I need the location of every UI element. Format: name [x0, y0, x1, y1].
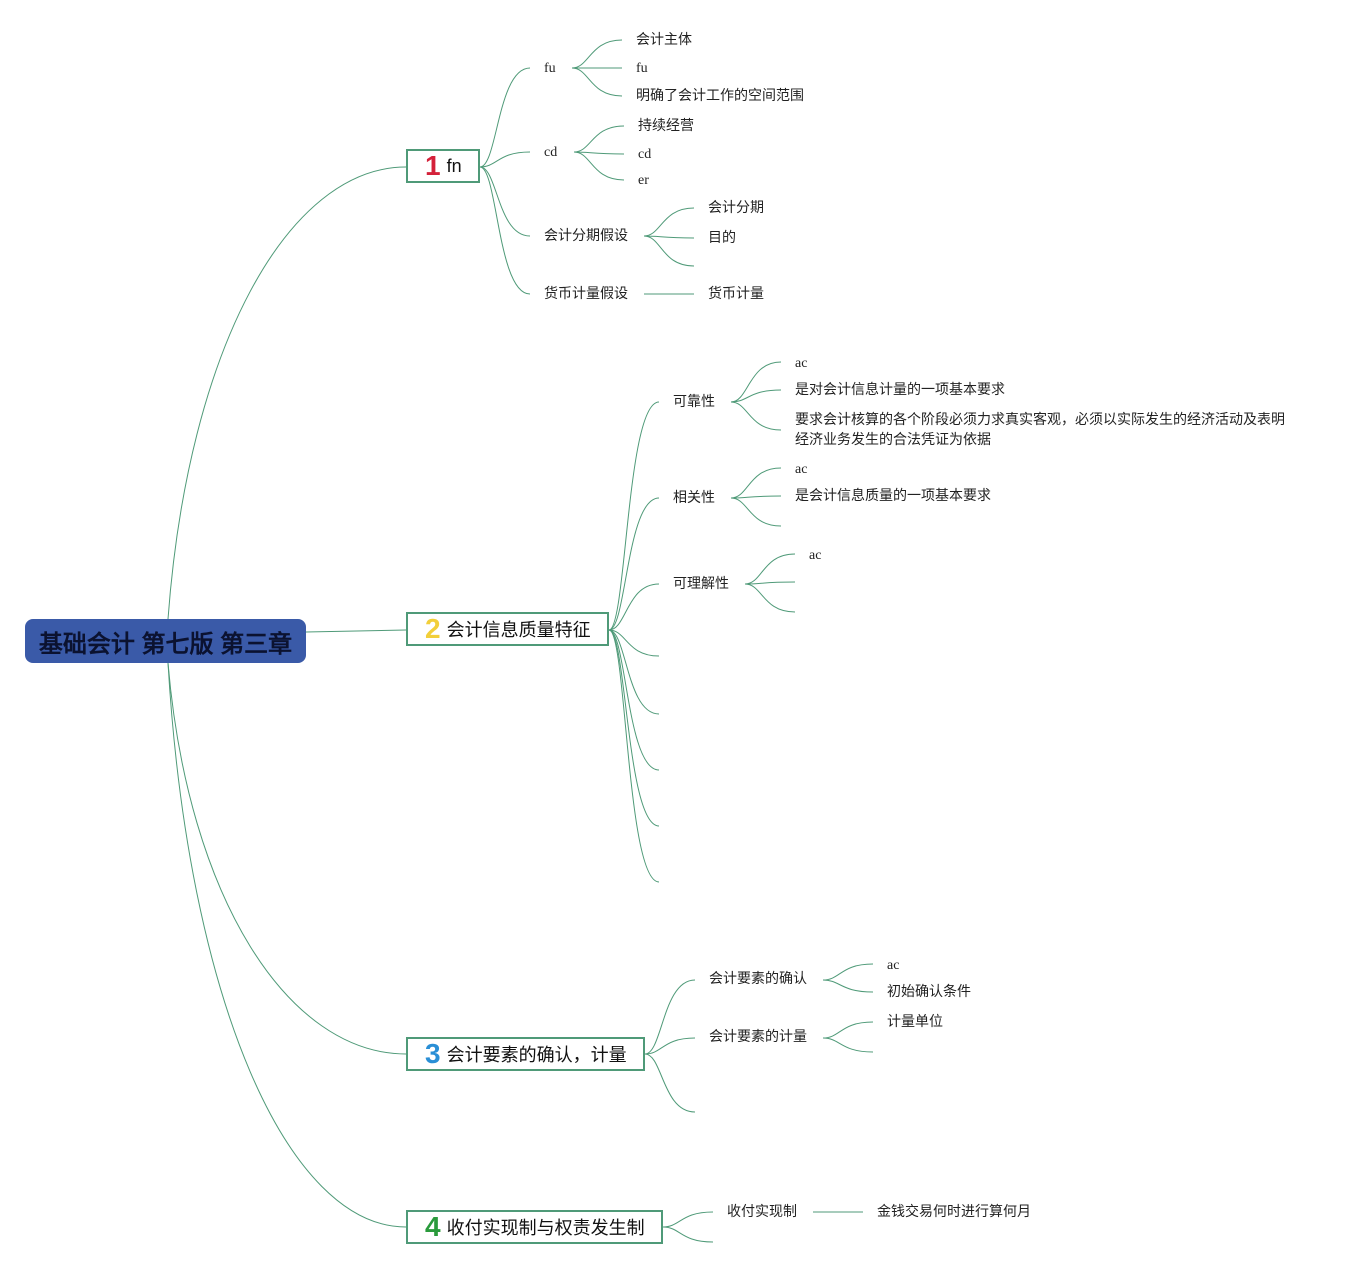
connector-line: [644, 1037, 696, 1055]
topic-4-label: 收付实现制与权责发生制: [446, 1218, 645, 1238]
connector-line: [730, 495, 782, 499]
connector-line: [573, 151, 625, 181]
connector-line: [571, 67, 623, 97]
number-4-icon: 4: [425, 1211, 441, 1242]
connector-line: [730, 361, 782, 403]
connector-line: [608, 583, 660, 631]
leaf-basic-requirement-quality[interactable]: 是会计信息质量的一项基本要求: [795, 489, 991, 504]
connector-line: [730, 389, 782, 403]
leaf-er[interactable]: er: [638, 173, 649, 188]
topic-4[interactable]: 4 收付实现制与权责发生制: [406, 1210, 663, 1244]
connector-line: [608, 629, 660, 715]
connector-line: [479, 166, 531, 295]
connector-line: [730, 497, 782, 527]
connector-line: [608, 629, 660, 883]
connector-line: [167, 662, 407, 1055]
leaf-accounting-entity[interactable]: 会计主体: [636, 33, 692, 48]
leaf-currency-measurement[interactable]: 货币计量: [708, 287, 764, 302]
connector-line: [644, 979, 696, 1055]
connector-line: [822, 1037, 874, 1053]
connector-line: [643, 207, 695, 237]
leaf-space-scope[interactable]: 明确了会计工作的空间范围: [636, 89, 804, 104]
topic-2-label: 会计信息质量特征: [446, 620, 591, 640]
leaf-measurement-unit[interactable]: 计量单位: [887, 1015, 943, 1030]
connector-line: [822, 1021, 874, 1039]
connector-line: [167, 662, 407, 1228]
number-3-icon: 3: [425, 1038, 441, 1069]
leaf-cd[interactable]: cd: [638, 147, 652, 162]
leaf-going-concern[interactable]: 持续经营: [638, 119, 694, 134]
number-2-icon: 2: [425, 613, 441, 644]
topic-1-label: fn: [446, 155, 462, 176]
leaf-purpose[interactable]: 目的: [708, 231, 736, 246]
leaf-initial-recognition[interactable]: 初始确认条件: [887, 985, 971, 1000]
root-topic[interactable]: 基础会计 第七版 第三章: [25, 619, 306, 663]
subtopic-element-measurement[interactable]: 会计要素的计量: [709, 1030, 807, 1045]
connector-line: [662, 1211, 714, 1228]
leaf-accounting-period[interactable]: 会计分期: [708, 201, 764, 216]
leaf-cash-timing[interactable]: 金钱交易何时进行算何月: [877, 1205, 1031, 1220]
leaf-fu[interactable]: fu: [636, 61, 648, 76]
subtopic-cd[interactable]: cd: [544, 145, 558, 160]
leaf-ac[interactable]: ac: [795, 462, 808, 477]
connector-line: [608, 401, 660, 631]
connector-line: [608, 497, 660, 631]
leaf-ac[interactable]: ac: [795, 356, 808, 371]
connector-line: [662, 1226, 714, 1243]
connector-line: [744, 583, 796, 613]
topic-3[interactable]: 3 会计要素的确认，计量: [406, 1037, 645, 1071]
subtopic-relevance[interactable]: 相关性: [673, 491, 715, 506]
connector-line: [730, 467, 782, 499]
connector-line: [822, 963, 874, 981]
topic-3-label: 会计要素的确认，计量: [446, 1045, 627, 1065]
leaf-basic-requirement-measure[interactable]: 是对会计信息计量的一项基本要求: [795, 383, 1005, 398]
topic-1[interactable]: 1 fn: [406, 149, 480, 183]
subtopic-fu[interactable]: fu: [544, 61, 556, 76]
connector-line: [730, 401, 782, 431]
leaf-ac[interactable]: ac: [809, 548, 822, 563]
connector-line: [573, 125, 625, 153]
topic-2[interactable]: 2 会计信息质量特征: [406, 612, 609, 646]
connector-line: [643, 235, 695, 267]
connector-line: [571, 39, 623, 69]
subtopic-period-assumption[interactable]: 会计分期假设: [544, 229, 628, 244]
connector-line: [822, 979, 874, 993]
subtopic-cash-basis[interactable]: 收付实现制: [727, 1205, 797, 1220]
connector-line: [608, 629, 660, 657]
number-1-icon: 1: [425, 150, 441, 181]
connector-line: [479, 67, 531, 168]
connector-line: [744, 553, 796, 585]
subtopic-element-recognition[interactable]: 会计要素的确认: [709, 972, 807, 987]
connector-line: [305, 629, 407, 633]
connector-line: [479, 166, 531, 237]
leaf-truthful-objective[interactable]: 要求会计核算的各个阶段必须力求真实客观，必须以实际发生的经济活动及表明经济业务发…: [795, 413, 1285, 448]
subtopic-currency-assumption[interactable]: 货币计量假设: [544, 287, 628, 302]
leaf-ac[interactable]: ac: [887, 958, 900, 973]
subtopic-understandability[interactable]: 可理解性: [673, 577, 729, 592]
connector-line: [479, 151, 531, 168]
connector-line: [608, 629, 660, 827]
connector-line: [644, 1053, 696, 1113]
connector-line: [167, 166, 407, 620]
connector-line: [744, 581, 796, 585]
subtopic-reliability[interactable]: 可靠性: [673, 395, 715, 410]
connector-line: [608, 629, 660, 771]
